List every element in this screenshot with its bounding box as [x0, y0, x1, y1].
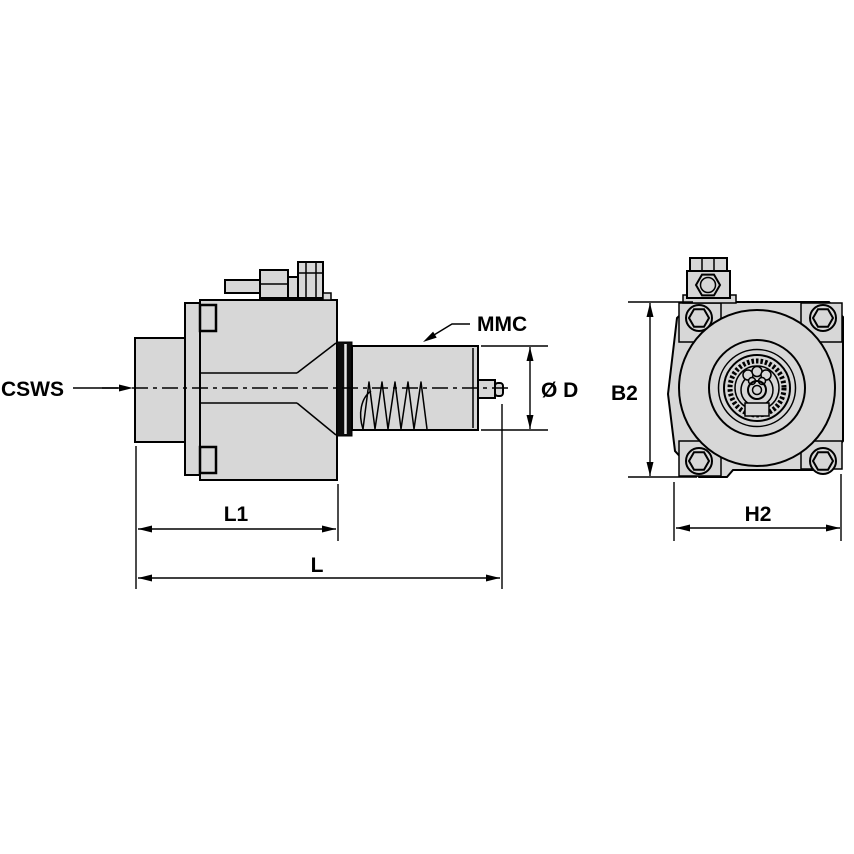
hex-bolt-bottom-left: [685, 447, 713, 475]
arrowhead: [526, 347, 534, 361]
arrowhead: [423, 331, 437, 342]
screw-shank: [224, 279, 261, 294]
backplate: [184, 302, 201, 476]
arrowhead: [138, 525, 152, 533]
screw-body: [686, 270, 731, 299]
side-view: [102, 261, 512, 481]
dimension-diameter-d: Ø D: [481, 345, 578, 431]
dimension-l: L: [138, 404, 503, 589]
label-b2: B2: [611, 382, 638, 405]
front-view: [666, 257, 844, 478]
arrowhead: [646, 303, 654, 317]
label-mmc: MMC: [477, 313, 527, 336]
label-l1: L1: [224, 503, 249, 526]
clamp-block-top: [198, 303, 218, 333]
clamp-block-bottom: [198, 445, 218, 475]
arrowhead: [119, 384, 133, 392]
hex-icon: [811, 308, 835, 328]
hex-bolt-top-right: [809, 304, 837, 332]
dimension-csws: CSWS: [1, 378, 133, 401]
tip-stub: [477, 379, 496, 399]
label-diameter: Ø D: [541, 379, 578, 402]
hex-icon: [687, 308, 711, 328]
arrowhead: [138, 574, 152, 582]
internal-bore: [200, 342, 337, 436]
arrowhead: [676, 524, 690, 532]
screw-bore-icon: [699, 276, 717, 294]
hex-icon: [811, 451, 835, 471]
dimension-b2: B2: [611, 301, 697, 478]
dimension-h2: H2: [673, 474, 842, 541]
center-mechanism: [742, 365, 772, 417]
main-body: [199, 299, 338, 481]
top-screw-cluster: [224, 261, 332, 301]
inner-ring-circle: [723, 354, 791, 422]
center-key-slot: [744, 402, 770, 417]
dimension-mmc: MMC: [423, 313, 527, 342]
label-l: L: [311, 554, 324, 577]
screw-cap: [689, 257, 728, 272]
label-h2: H2: [745, 503, 772, 526]
screw-step: [322, 292, 332, 301]
label-csws: CSWS: [1, 378, 64, 401]
hex-bolt-bottom-right: [809, 447, 837, 475]
arrowhead: [646, 462, 654, 476]
top-adjustment-screw: [682, 257, 737, 304]
hex-icon: [687, 451, 711, 471]
arrowhead: [486, 574, 500, 582]
hex-icon: [694, 273, 722, 297]
arrowhead: [322, 525, 336, 533]
dimension-l1: L1: [135, 446, 339, 589]
arrowhead: [826, 524, 840, 532]
flange-side: [134, 337, 186, 443]
thread-profile: [359, 381, 428, 430]
tip-cap: [494, 382, 504, 397]
screw-spacer: [287, 276, 299, 299]
hex-bolt-top-left: [685, 304, 713, 332]
arrowhead: [526, 415, 534, 429]
screw-head: [297, 261, 324, 299]
